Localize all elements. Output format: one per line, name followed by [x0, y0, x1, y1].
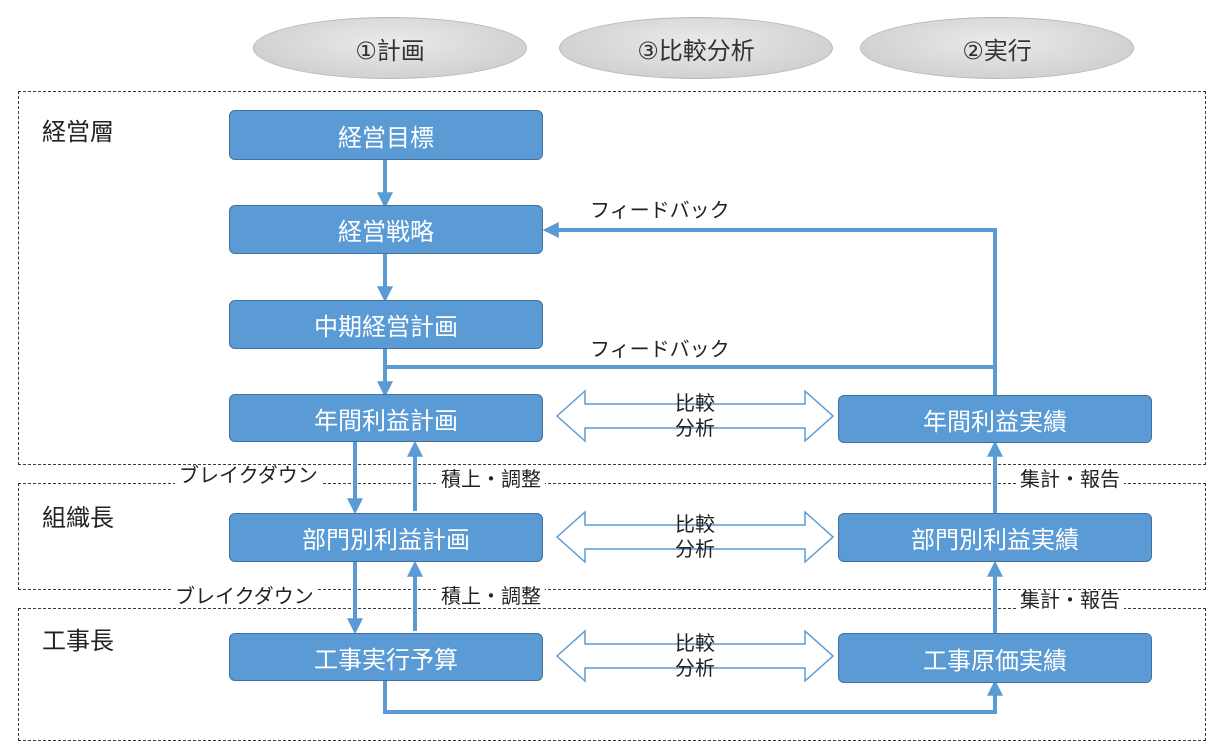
label-breakdown-1: ブレイクダウン: [175, 465, 322, 485]
label-feedback-midterm: フィードバック: [590, 337, 730, 361]
arrow-budget-to-cost: [383, 679, 1003, 714]
box-dept-profit-result: 部門別利益実績: [838, 513, 1152, 562]
box-construction-budget: 工事実行予算: [229, 633, 543, 681]
box-dept-profit-plan: 部門別利益計画: [229, 513, 543, 562]
layer-label-management: 経営層: [42, 118, 114, 146]
label-feedback-strategy: フィードバック: [590, 198, 730, 222]
label-compare-2-text: 比較 分析: [675, 512, 715, 561]
box-management-strategy: 経営戦略: [229, 205, 543, 254]
label-aggregate-2: 集計・報告: [1016, 590, 1124, 610]
label-compare-2: 比較 分析: [665, 512, 725, 562]
compare-arrow-2: [555, 510, 835, 564]
label-compare-3-text: 比較 分析: [675, 631, 715, 680]
phase-compare: ③比較分析: [559, 17, 833, 79]
compare-arrow-1: [555, 389, 835, 443]
label-aggregate-1: 集計・報告: [1016, 469, 1124, 489]
phase-plan: ①計画: [253, 17, 527, 79]
phase-execute: ②実行: [860, 17, 1134, 79]
label-compare-1-text: 比較 分析: [675, 391, 715, 440]
box-management-goal: 経営目標: [229, 110, 543, 160]
layer-label-organization: 組織長: [42, 504, 114, 532]
box-annual-profit-plan: 年間利益計画: [229, 394, 543, 442]
feedback-line-strategy: [542, 222, 997, 395]
box-midterm-plan: 中期経営計画: [229, 300, 543, 349]
label-accumulate-1: 積上・調整: [437, 469, 545, 489]
compare-arrow-3: [555, 629, 835, 683]
layer-organization: [18, 483, 1206, 590]
layer-construction: [18, 608, 1206, 741]
label-breakdown-2: ブレイクダウン: [171, 586, 318, 606]
box-annual-profit-result: 年間利益実績: [838, 395, 1152, 443]
label-compare-1: 比較 分析: [665, 391, 725, 441]
layer-management: [18, 91, 1206, 465]
box-construction-cost-result: 工事原価実績: [838, 633, 1152, 683]
label-compare-3: 比較 分析: [665, 631, 725, 681]
layer-label-construction: 工事長: [42, 627, 114, 655]
label-accumulate-2: 積上・調整: [437, 586, 545, 606]
